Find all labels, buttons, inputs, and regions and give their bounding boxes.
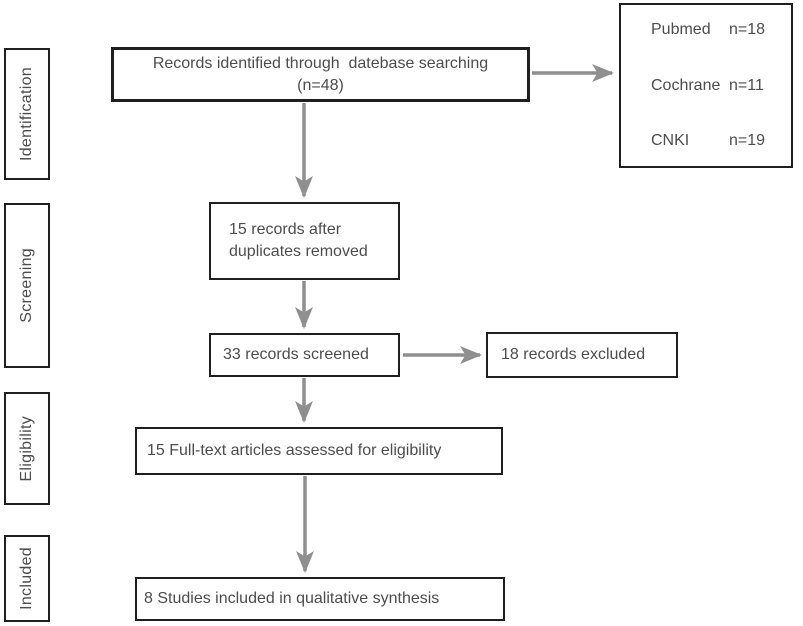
box-duplicates-removed: 15 records after duplicates removed — [209, 202, 400, 280]
box-databases: Pubmed n=18 Cochrane n=11 CNKI n=19 — [619, 3, 793, 168]
source-name: Pubmed — [651, 21, 711, 38]
stage-label-eligibility: Eligibility — [4, 392, 50, 505]
source-name: CNKI — [651, 132, 690, 149]
source-count: n=11 — [729, 76, 764, 94]
stage-label-text: Screening — [18, 248, 35, 323]
box-records-identified: Records identified through datebase sear… — [111, 47, 530, 102]
stage-label-identification: Identification — [4, 48, 50, 180]
records-identified-line1: Records identified through datebase sear… — [152, 54, 489, 72]
stage-label-included: Included — [4, 535, 50, 622]
stage-label-text: Eligibility — [18, 415, 35, 482]
studies-included-label: 8 Studies included in qualitative synthe… — [144, 590, 440, 607]
source-count: n=18 — [729, 21, 766, 38]
box-studies-included: 8 Studies included in qualitative synthe… — [135, 577, 505, 621]
duplicates-removed-line1: 15 records after — [229, 221, 342, 238]
duplicates-removed-line2: duplicates removed — [229, 243, 368, 260]
records-identified-line2: (n=48) — [297, 76, 344, 94]
stage-label-text: Identification — [18, 66, 35, 162]
source-name: Cochrane — [651, 76, 721, 94]
source-row-cochrane: Cochrane n=11 — [651, 75, 785, 97]
source-row-cnki: CNKI n=19 — [651, 130, 785, 152]
records-screened-label: 33 records screened — [223, 346, 369, 363]
box-fulltext-assessed: 15 Full-text articles assessed for eligi… — [135, 427, 503, 475]
source-count: n=19 — [729, 132, 766, 149]
box-records-excluded: 18 records excluded — [486, 332, 678, 378]
fulltext-assessed-label: 15 Full-text articles assessed for eligi… — [147, 442, 442, 459]
stage-label-text: Included — [18, 547, 35, 610]
stage-label-screening: Screening — [4, 203, 50, 368]
records-excluded-label: 18 records excluded — [501, 346, 646, 363]
box-records-screened: 33 records screened — [209, 333, 400, 377]
source-row-pubmed: Pubmed n=18 — [651, 19, 785, 41]
